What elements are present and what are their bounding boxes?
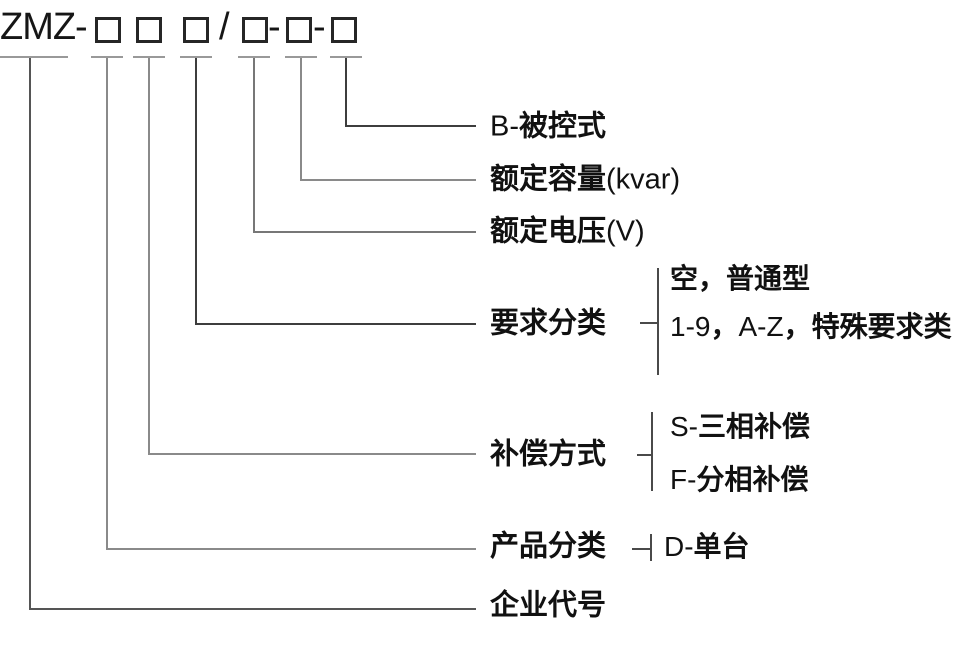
- label-product-class: 产品分类: [490, 530, 607, 563]
- label-rated-capacity: 额定容量(kvar): [490, 163, 681, 196]
- connector-line-requirement-class: [195, 58, 476, 325]
- label-company-code: 企业代号: [490, 589, 607, 622]
- underline-box-4: [238, 56, 270, 58]
- bracket-tick-requirement-class: [640, 322, 659, 324]
- model-digit-box-6: [331, 17, 357, 43]
- separator-dash-3: -: [313, 6, 326, 48]
- connector-line-rated-voltage: [253, 58, 476, 233]
- underline-box-2: [133, 56, 165, 58]
- bracket-line-compensation-mode: [651, 412, 653, 491]
- label-rated-voltage: 额定电压(V): [490, 215, 645, 248]
- model-digit-box-5: [286, 17, 312, 43]
- underline-box-1: [91, 56, 123, 58]
- connector-line-compensation-mode: [148, 58, 476, 455]
- bracket-tick-compensation-mode: [637, 454, 653, 456]
- separator-slash: /: [219, 6, 230, 48]
- option-split-phase-compensation: F-分相补偿: [670, 464, 809, 495]
- connector-line-company-code: [29, 58, 476, 610]
- label-compensation-mode: 补偿方式: [490, 438, 607, 471]
- connector-line-rated-capacity: [300, 58, 476, 181]
- connector-line-controlled-type: [345, 58, 476, 127]
- separator-dash-1: -: [75, 6, 88, 48]
- model-prefix-text: ZMZ: [0, 6, 76, 48]
- bracket-tick-product-class: [632, 548, 651, 550]
- model-digit-box-4: [242, 17, 268, 43]
- underline-box-5: [285, 56, 317, 58]
- label-controlled-type: B-被控式: [490, 110, 607, 143]
- option-three-phase-compensation: S-三相补偿: [670, 411, 811, 442]
- model-digit-box-1: [95, 17, 121, 43]
- label-requirement-class: 要求分类: [490, 307, 607, 340]
- underline-box-6: [330, 56, 362, 58]
- model-digit-box-3: [183, 17, 209, 43]
- underline-prefix: [0, 56, 68, 58]
- separator-dash-2: -: [268, 6, 281, 48]
- option-single-unit: D-单台: [664, 531, 750, 562]
- bracket-line-product-class: [650, 534, 652, 561]
- model-digit-box-2: [136, 17, 162, 43]
- bracket-line-requirement-class: [657, 268, 659, 375]
- option-requirement-normal: 空，普通型: [670, 263, 811, 294]
- connector-line-product-class: [106, 58, 476, 550]
- option-requirement-special: 1-9，A-Z，特殊要求类: [670, 311, 952, 342]
- underline-box-3: [180, 56, 212, 58]
